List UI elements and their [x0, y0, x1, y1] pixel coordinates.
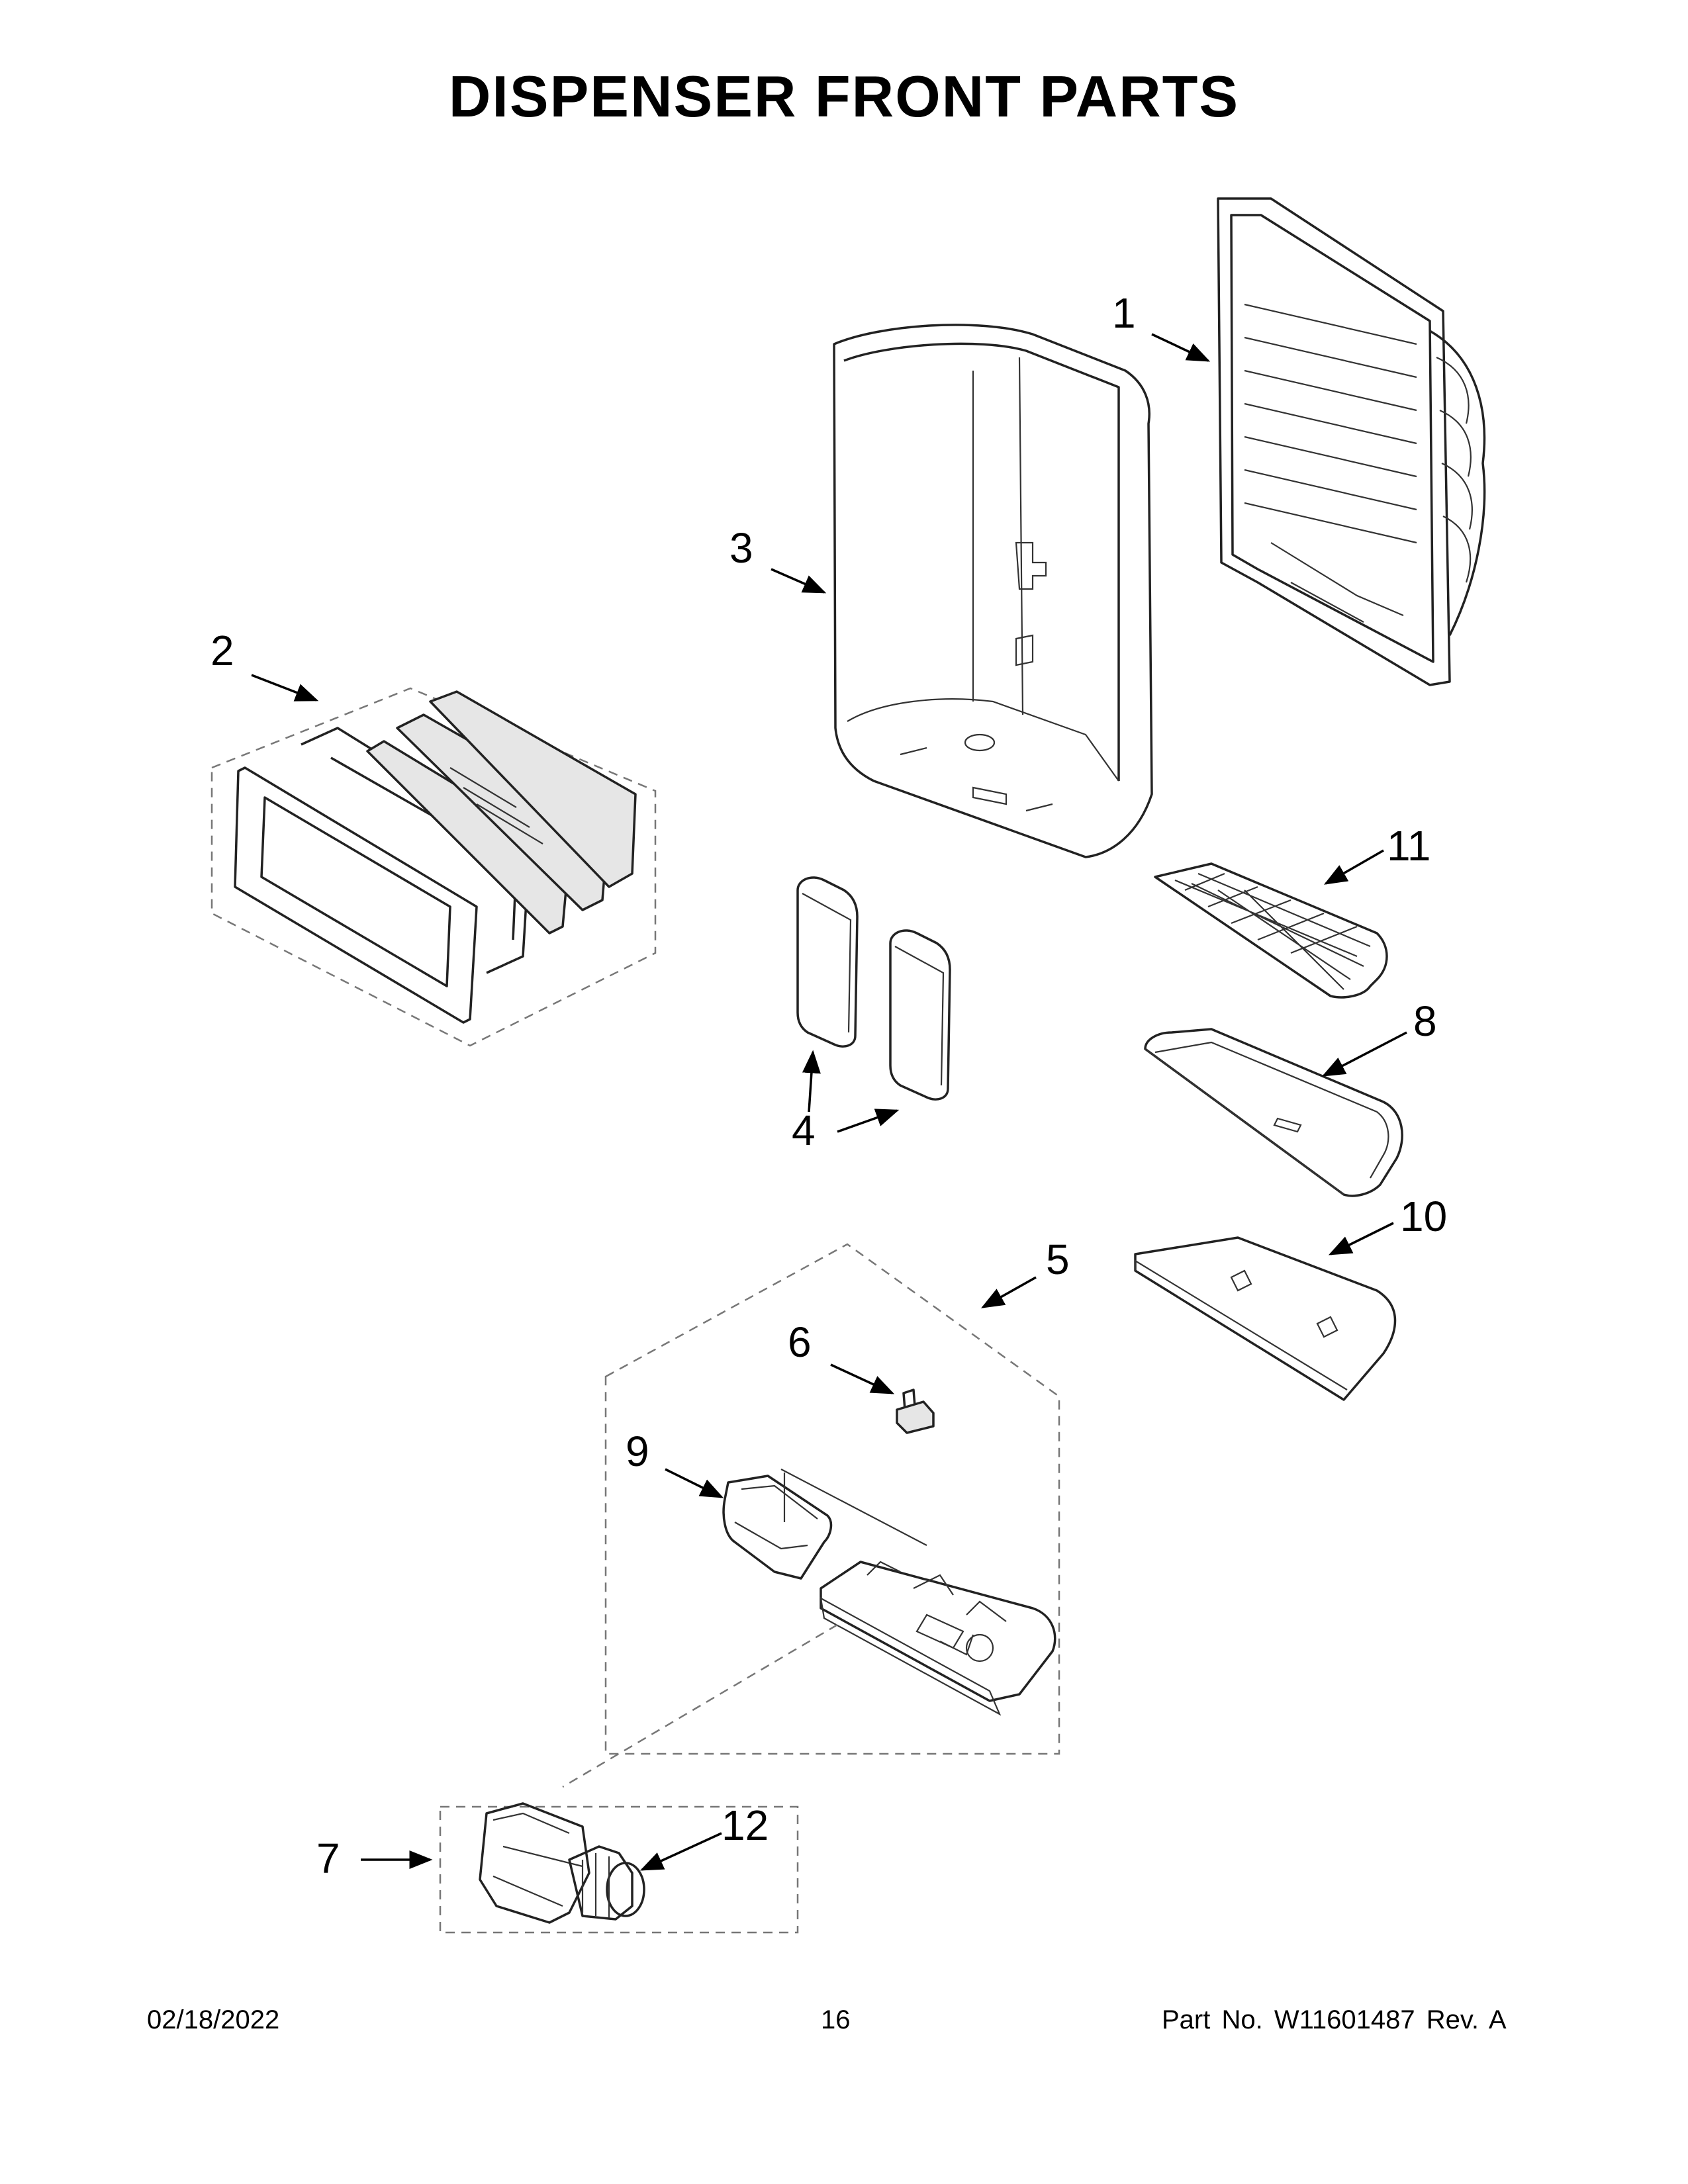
part-8-drip-tray	[1144, 1028, 1403, 1197]
part-6-switch	[896, 1388, 935, 1434]
page-title: DISPENSER FRONT PARTS	[448, 64, 1240, 129]
callout-4: 4	[792, 1107, 816, 1154]
leader-10	[1328, 1222, 1394, 1255]
footer-page-number: 16	[821, 2005, 851, 2034]
callout-12: 12	[722, 1801, 769, 1849]
leader-11	[1323, 849, 1384, 885]
callout-2: 2	[211, 627, 234, 674]
callout-6: 6	[788, 1318, 812, 1366]
leader-9	[665, 1468, 724, 1498]
callout-7: 7	[316, 1835, 340, 1882]
callout-9: 9	[626, 1428, 649, 1475]
callout-1: 1	[1112, 289, 1136, 337]
leader-3	[771, 568, 827, 594]
part-5-dispenser-chassis	[820, 1561, 1056, 1716]
callout-3: 3	[729, 524, 753, 572]
leader-4a	[802, 1050, 821, 1113]
part-11-grille	[1154, 862, 1388, 999]
part-7-actuator-assembly	[439, 1802, 799, 1934]
callout-leaders	[251, 333, 1407, 1871]
leader-8	[1321, 1031, 1407, 1077]
callout-8: 8	[1413, 997, 1437, 1045]
leader-12	[639, 1832, 722, 1871]
part-9-chute-door	[722, 1469, 927, 1580]
part-5-assembly-boundary	[604, 1243, 1060, 1755]
leader-4b	[837, 1109, 900, 1133]
part-4-paddles	[796, 876, 951, 1101]
leader-6	[830, 1363, 895, 1394]
leader-1	[1151, 333, 1211, 362]
part-3-chute-housing	[833, 324, 1153, 858]
callout-numbers: 1 2 3 4 5 6 7 8 9 10 11 12	[211, 289, 1447, 1882]
leader-2	[251, 674, 319, 702]
callout-10: 10	[1400, 1193, 1447, 1240]
assembly-leader-line	[562, 1623, 838, 1788]
part-10-tray	[1134, 1236, 1397, 1401]
leader-5	[980, 1276, 1037, 1308]
part-2-ui-assembly	[211, 687, 657, 1047]
footer-date: 02/18/2022	[147, 2005, 280, 2034]
callout-11: 11	[1387, 822, 1430, 870]
callout-5: 5	[1046, 1236, 1070, 1283]
part-1-dispenser-housing	[1217, 197, 1486, 686]
footer-part-number: Part No. W11601487 Rev. A	[1162, 2005, 1507, 2034]
